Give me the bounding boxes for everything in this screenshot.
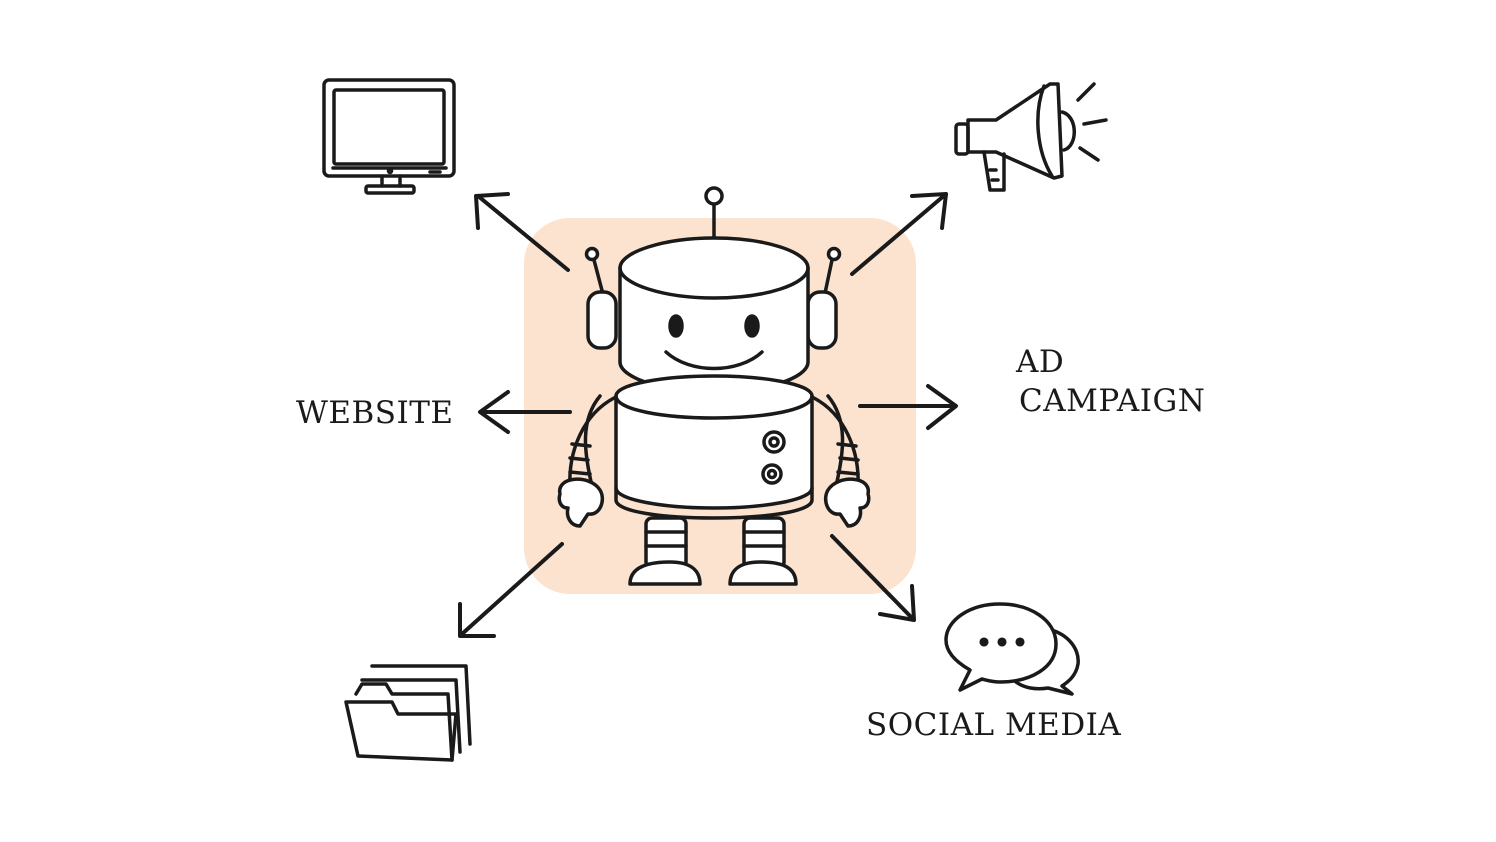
computer-monitor-icon	[322, 78, 456, 195]
chat-bubbles-icon	[944, 602, 1080, 696]
arrow-to-chat	[830, 534, 916, 622]
arrow-to-monitor	[474, 192, 570, 272]
label-website: WEBSITE	[296, 395, 454, 431]
label-ad-campaign: AD CAMPAIGN	[1016, 343, 1205, 421]
folders-icon	[344, 664, 472, 762]
arrow-to-folders	[458, 542, 564, 638]
arrow-to-website	[478, 390, 572, 434]
megaphone-icon	[954, 82, 1108, 192]
label-social-media: SOCIAL MEDIA	[866, 707, 1122, 743]
robot-icon	[557, 186, 871, 586]
label-ad-line1: AD	[1016, 344, 1065, 380]
arrow-to-ad-campaign	[858, 384, 958, 430]
arrow-to-megaphone	[850, 192, 948, 276]
label-ad-line2: CAMPAIGN	[1019, 382, 1206, 419]
